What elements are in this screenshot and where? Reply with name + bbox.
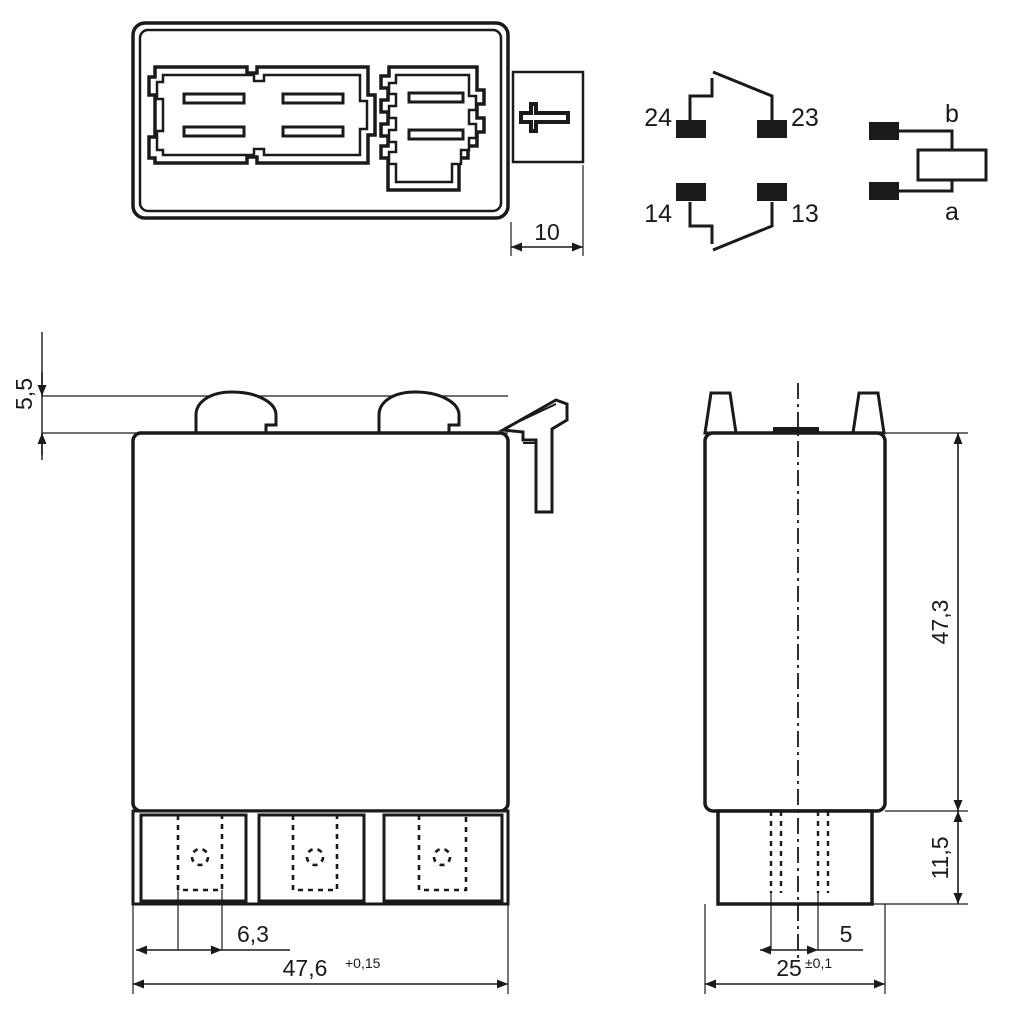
front-view-latch-tab-right <box>377 390 461 435</box>
contact-lower-left-wire <box>688 202 714 244</box>
terminal-pad-14 <box>676 183 706 201</box>
dimension-47-6-label: 47,6 <box>283 955 328 981</box>
dimension-6-3-label: 6,3 <box>237 921 269 947</box>
coil-lower-wire <box>898 180 954 193</box>
side-view-latch-tab-left <box>703 391 738 435</box>
front-view-group: 5,5 6,3 47,6 +0,15 <box>11 332 569 994</box>
dimension-10-label: 10 <box>534 219 560 245</box>
blade-slot <box>182 125 246 138</box>
dimension-5-label: 5 <box>840 921 853 947</box>
terminal-pad-a <box>869 182 899 200</box>
top-view-left-cavity <box>147 65 377 165</box>
terminal-pad-13 <box>757 183 787 201</box>
terminal-label-a: a <box>945 198 959 226</box>
front-view-body <box>131 431 510 813</box>
dimension-47-6-tolerance: +0,15 <box>345 955 381 971</box>
dimension-5-5: 5,5 <box>11 332 47 460</box>
side-view-hidden-blades <box>769 811 830 893</box>
dimension-47-3-label: 47,3 <box>927 600 953 645</box>
contact-upper-blade <box>712 70 774 120</box>
dimension-11-5: 11,5 <box>927 811 963 904</box>
top-view-side-tab <box>511 70 585 164</box>
dimension-11-5-label: 11,5 <box>927 836 953 879</box>
side-view-terminal-shroud <box>716 809 874 906</box>
front-view-latch-tab-left <box>194 390 278 435</box>
blade-slot <box>407 128 465 141</box>
blade-slot <box>407 91 465 104</box>
contact-schematic-group: 24 23 14 13 <box>644 70 819 252</box>
terminal-pad-23 <box>757 120 787 138</box>
dimension-5-5-label: 5,5 <box>11 378 37 410</box>
cross-slot-icon <box>519 102 570 133</box>
side-view-body <box>703 431 887 813</box>
terminal-label-23: 23 <box>791 104 819 132</box>
coil-schematic-group: b a <box>869 100 988 226</box>
coil-body-symbol <box>916 148 988 182</box>
terminal-label-13: 13 <box>791 200 819 228</box>
coil-upper-wire <box>898 129 954 150</box>
blade-slot <box>281 125 345 138</box>
top-view-group: 10 <box>131 21 585 256</box>
dimension-6-3: 6,3 <box>136 921 290 955</box>
side-view-latch-tab-right <box>851 391 886 435</box>
front-view-terminal-pocket-1 <box>139 813 248 903</box>
terminal-label-14: 14 <box>644 200 672 228</box>
terminal-pad-24 <box>676 120 706 138</box>
dimension-10: 10 <box>510 165 584 256</box>
front-view-retaining-clip <box>498 398 569 514</box>
blade-slot <box>281 92 345 105</box>
side-view-group: 47,3 11,5 5 25 ±0,1 <box>703 383 968 994</box>
top-view-right-cavity <box>379 65 486 192</box>
terminal-label-b: b <box>945 100 959 128</box>
dimension-25-tolerance: ±0,1 <box>805 955 832 971</box>
terminal-label-24: 24 <box>644 104 672 132</box>
contact-lower-blade <box>712 202 774 252</box>
blade-slot <box>182 92 246 105</box>
dimension-47-3: 47,3 <box>927 433 963 811</box>
dimension-25: 25 ±0,1 <box>705 955 885 989</box>
terminal-pad-b <box>869 122 899 140</box>
dimension-25-label: 25 <box>776 955 802 981</box>
front-view-terminal-pocket-2 <box>257 813 366 903</box>
front-view-terminal-pocket-3 <box>382 813 504 903</box>
dimension-5: 5 <box>760 921 863 955</box>
dimension-47-6: 47,6 +0,15 <box>133 955 508 989</box>
contact-upper-left-wire <box>688 78 714 120</box>
